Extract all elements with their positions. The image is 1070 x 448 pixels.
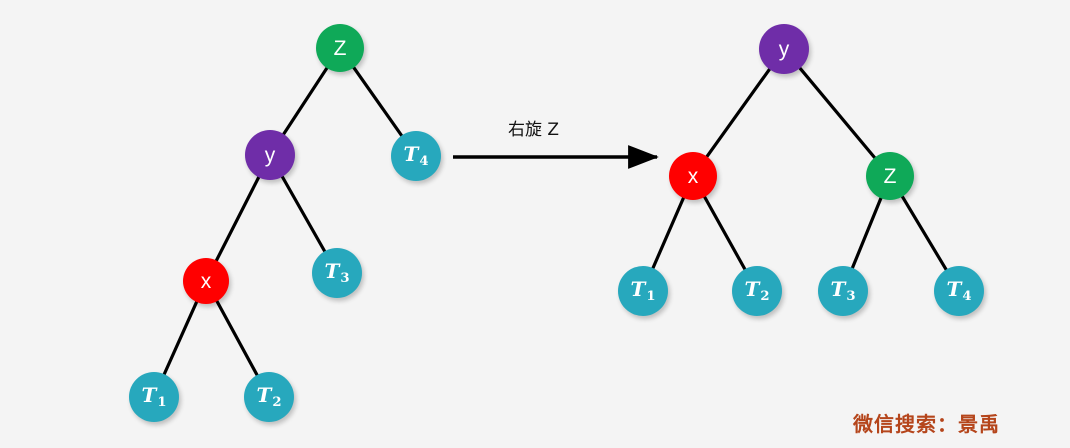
tree-edge [650, 195, 686, 271]
tree-node-subscript: 4 [962, 288, 972, 304]
tree-edge [900, 194, 949, 273]
tree-node-label: T2 [256, 383, 282, 410]
edge-lines [162, 65, 949, 378]
tree-node-label: T2 [744, 277, 770, 304]
tree-node-label: T4 [946, 277, 972, 304]
tree-node-subscript: 2 [760, 288, 770, 304]
tree-node-label: Z [883, 164, 897, 188]
tree-node-label: T3 [324, 259, 350, 286]
tree-node-before-t1: T1 [129, 372, 179, 422]
tree-node-label: y [778, 37, 790, 61]
tree-node-after-t2: T2 [732, 266, 782, 316]
watermark-text: 微信搜索：景禹 [853, 412, 1000, 436]
tree-node-after-t4: T4 [934, 266, 984, 316]
tree-edge [281, 65, 330, 137]
tree-node-after-t1: T1 [618, 266, 668, 316]
tree-node-subscript: 1 [646, 288, 656, 304]
tree-node-subscript: 1 [157, 394, 167, 410]
tree-node-before-z: Z [316, 24, 364, 72]
tree-node-before-t2: T2 [244, 372, 294, 422]
tree-node-label: x [687, 164, 699, 188]
tree-edge [162, 299, 199, 377]
tree-node-after-z: Z [866, 152, 914, 200]
tree-edge [702, 194, 747, 272]
rotation-arrow-label: 右旋 Z [508, 120, 560, 140]
tree-node-subscript: 4 [419, 153, 429, 169]
tree-node-subscript: 2 [272, 394, 282, 410]
tree-node-before-t4: T4 [391, 131, 441, 181]
tree-node-label: T4 [403, 142, 429, 169]
tree-node-label: x [200, 269, 212, 293]
tree-node-after-y: y [759, 24, 809, 74]
tree-node-subscript: 3 [846, 288, 856, 304]
tree-edge [351, 65, 404, 138]
tree-node-subscript: 3 [340, 270, 350, 286]
tree-node-label: T1 [630, 277, 656, 304]
tree-node-after-t3: T3 [818, 266, 868, 316]
tree-edge [214, 174, 261, 263]
tree-edge [797, 65, 877, 160]
tree-node-label: T1 [141, 383, 167, 410]
tree-edge [214, 298, 260, 378]
tree-edge [280, 174, 327, 254]
tree-node-label: Z [333, 36, 347, 60]
tree-node-before-y: y [245, 130, 295, 180]
tree-node-after-x: x [669, 152, 717, 200]
tree-node-before-t3: T3 [312, 248, 362, 298]
tree-node-label: T3 [830, 277, 856, 304]
tree-node-before-x: x [183, 258, 229, 304]
tree-edge [704, 66, 772, 159]
tree-edge [850, 195, 883, 271]
tree-node-label: y [264, 143, 276, 167]
